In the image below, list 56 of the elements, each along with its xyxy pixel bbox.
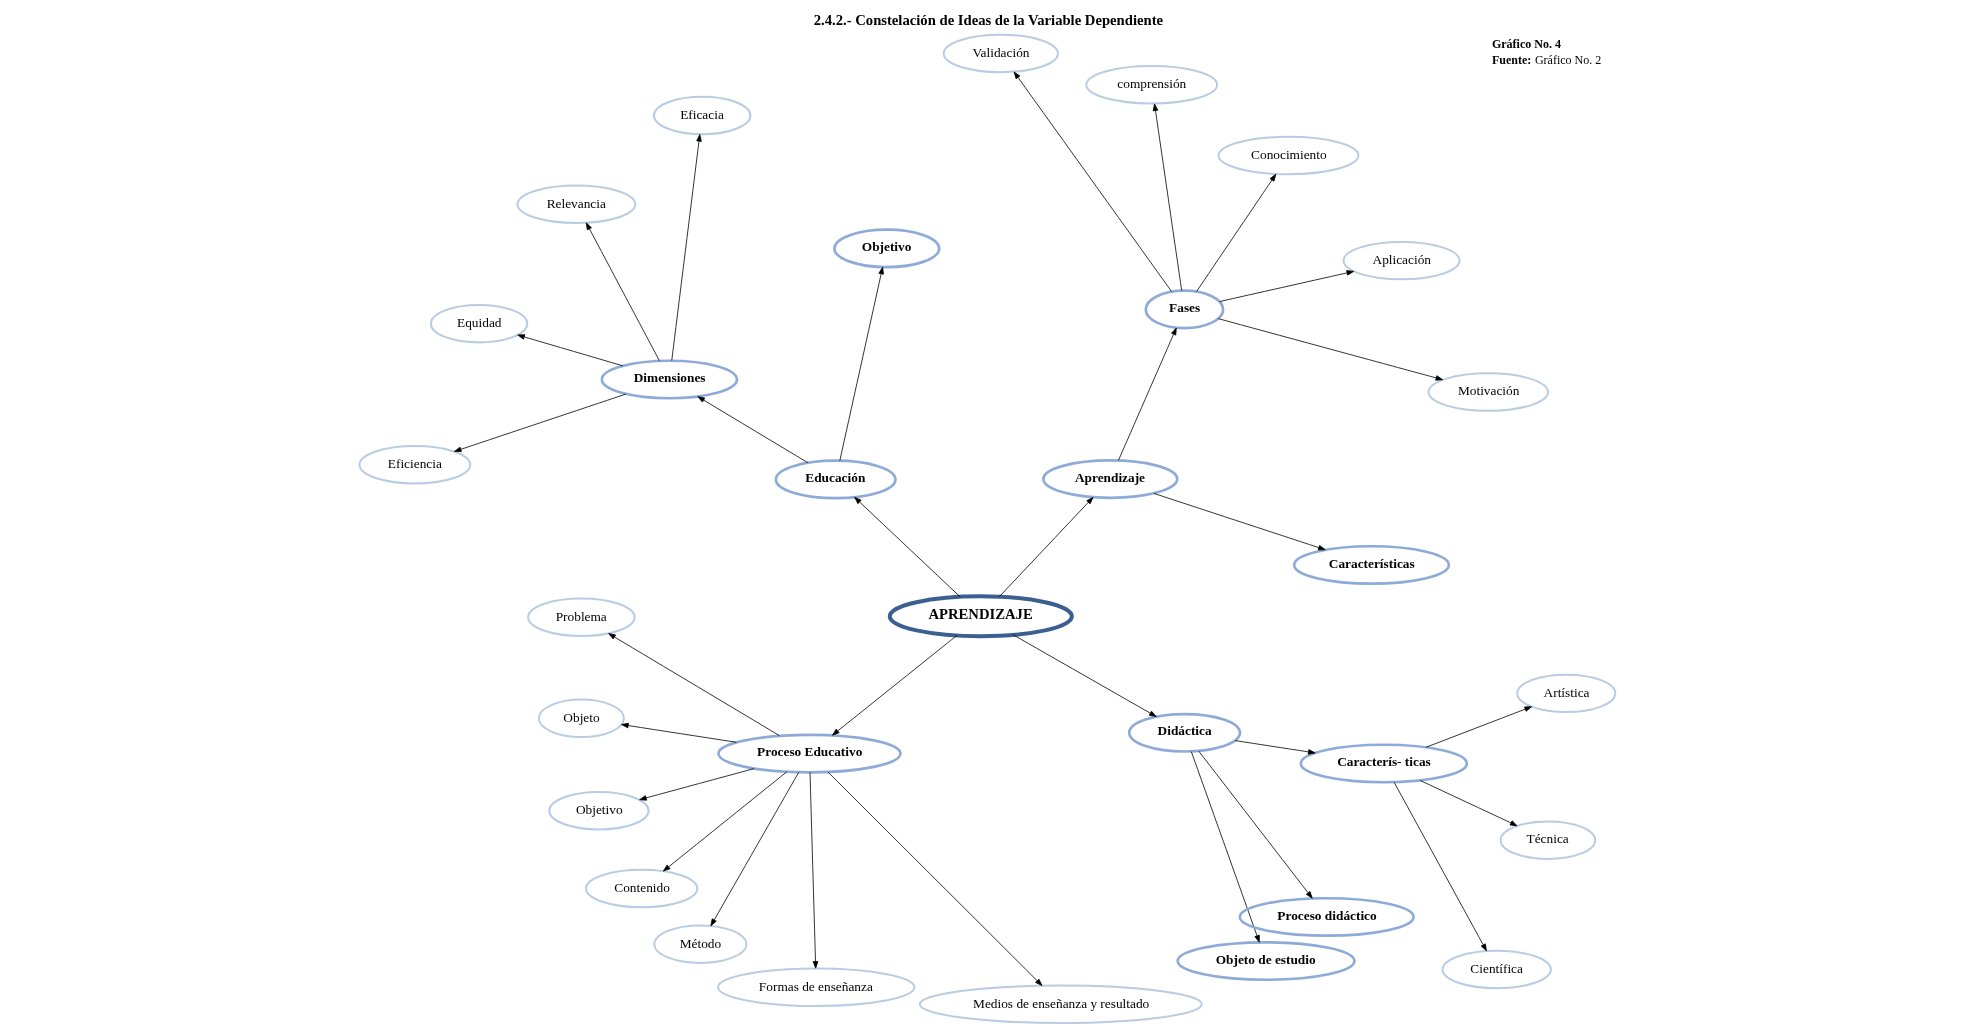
arrow — [608, 633, 780, 736]
node-ellipse: Objeto — [537, 698, 625, 739]
node-ellipse: Caracterís- ticas — [1299, 743, 1469, 784]
arrow — [1153, 493, 1326, 551]
arrow — [1219, 270, 1354, 302]
node-ellipse: Contenido — [585, 868, 699, 909]
node-ellipse: Eficacia — [652, 95, 752, 136]
node-ellipse: Proceso didáctico — [1238, 896, 1415, 938]
arrow — [1419, 780, 1518, 827]
diagram-title: 2.4.2.- Constelación de Ideas de la Variable Dependiente — [813, 11, 1164, 28]
node-ellipse: Aplicación — [1342, 240, 1461, 281]
arrow — [585, 222, 660, 362]
arrow — [454, 393, 627, 452]
arrow — [1218, 318, 1444, 381]
node-ellipse: Problema — [527, 597, 636, 637]
node-ellipse: Relevancia — [516, 184, 637, 224]
arrow — [662, 771, 788, 872]
arrow — [1198, 750, 1313, 899]
arrow — [710, 771, 800, 927]
label: Gráfico No. 4 — [1491, 37, 1561, 52]
arrow — [1152, 103, 1183, 291]
node-ellipse: Método — [653, 924, 748, 964]
node-ellipse: Validación — [942, 33, 1059, 74]
arrow — [827, 771, 1043, 986]
arrow — [809, 772, 819, 969]
node-ellipse: Científica — [1441, 949, 1552, 990]
node-ellipse: Proceso Educativo — [717, 733, 902, 774]
node-ellipse: Formas de enseñanza — [717, 967, 916, 1007]
arrow — [697, 396, 809, 464]
arrow — [671, 134, 702, 361]
arrow — [1013, 71, 1172, 292]
arrow — [1234, 740, 1316, 755]
arrow — [1190, 751, 1260, 943]
node-ellipse: Fases — [1144, 289, 1225, 330]
arrow — [1393, 781, 1487, 952]
node-ellipse: Objetivo — [833, 228, 941, 269]
node-ellipse: APRENDIZAJE — [887, 594, 1074, 639]
arrow — [1012, 634, 1157, 717]
arrow — [832, 635, 958, 736]
arrow — [1196, 173, 1277, 292]
label: Fuente: Gráfico No. 2 — [1491, 53, 1602, 68]
arrow — [621, 722, 737, 743]
arrow — [1118, 327, 1177, 461]
arrow — [639, 768, 755, 801]
node-ellipse: Dimensiones — [600, 359, 739, 400]
arrow — [517, 334, 624, 367]
node-ellipse: comprensión — [1085, 65, 1219, 105]
node-ellipse: Educación — [774, 459, 897, 500]
arrow — [998, 497, 1094, 598]
arrow — [1425, 706, 1532, 748]
arrow — [854, 496, 961, 598]
node-ellipse: Conocimiento — [1217, 135, 1360, 176]
node-ellipse: Medios de enseñanza y resultado — [918, 984, 1203, 1024]
node-ellipse: Aprendizaje — [1042, 459, 1179, 500]
arrow — [839, 266, 884, 461]
node-ellipse: Objeto de estudio — [1176, 941, 1356, 982]
